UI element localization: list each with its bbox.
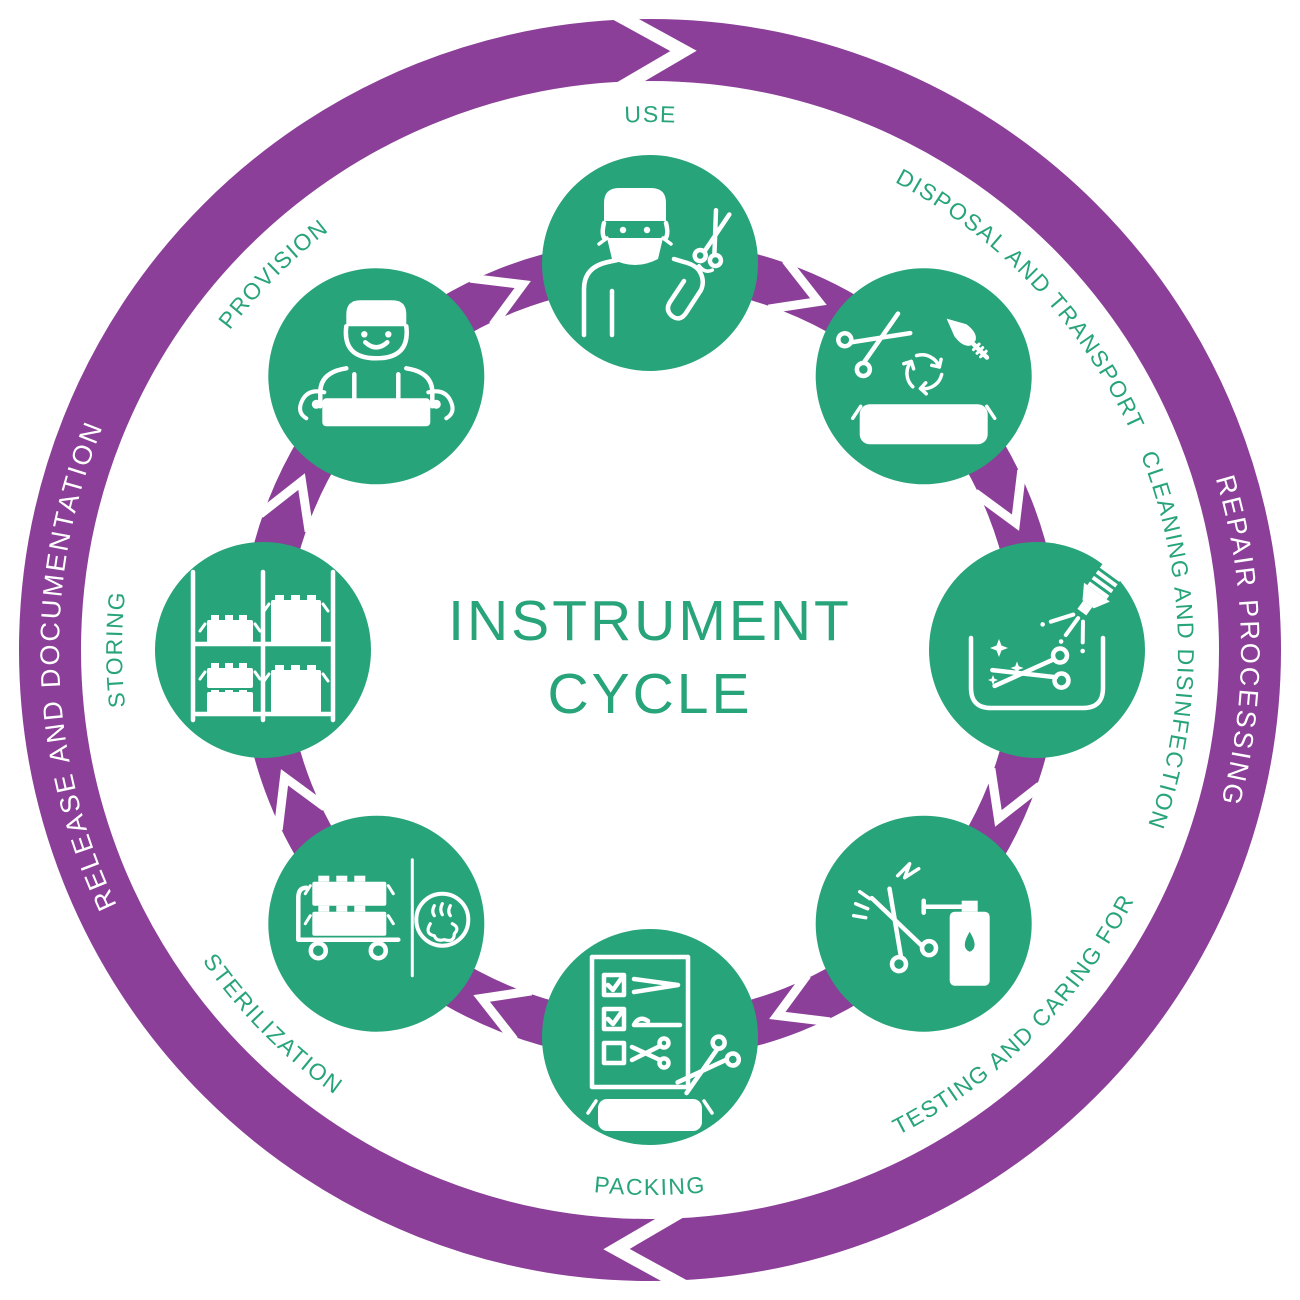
hand-right [426, 389, 455, 421]
scissors-in-basin-icon [990, 646, 1071, 690]
person-cap [346, 300, 407, 327]
stage-cleaning-and-disinfection [929, 542, 1145, 758]
shelf-frame [190, 569, 336, 723]
spray-gun-icon [1040, 560, 1123, 654]
title-line-1: INSTRUMENT [448, 589, 852, 653]
recycle-arrows-icon [902, 353, 944, 396]
outer-ring-chevron-bottom [603, 1205, 689, 1293]
instrument-row-3 [629, 1036, 671, 1070]
label-use: USE [624, 101, 677, 128]
chevron-sterilization-to-storing [273, 769, 328, 831]
cart-wheel-left [308, 940, 329, 961]
sparkle-icon [990, 639, 1008, 657]
checkbox-2 [601, 1006, 627, 1032]
chevron-cleaning-to-testing [986, 768, 1043, 827]
person-face [343, 324, 409, 361]
container-bottom-right [262, 665, 330, 714]
sterilizer-cart-steam-icon [296, 858, 471, 978]
stage-disposal-circle [815, 268, 1032, 485]
chevron-packing-to-sterilization [473, 986, 532, 1043]
provision-tray [322, 398, 431, 427]
container-top-left [198, 615, 262, 644]
stage-disposal-and-transport [815, 268, 1032, 485]
stage-use-circle [542, 155, 758, 371]
checkmark-2 [605, 1007, 626, 1027]
stage-testing-circle [815, 815, 1032, 1032]
checklist-sheet [589, 954, 691, 1090]
scissors-in-hand-icon [692, 207, 732, 273]
stage-provision [268, 268, 485, 485]
stage-storing [155, 542, 371, 758]
chevron-storing-to-provision [257, 473, 314, 532]
packing-tray [598, 1099, 702, 1131]
oil-can-nozzle [961, 900, 978, 912]
loose-scissors-icon [675, 1034, 742, 1096]
sterile-container-bottom [303, 905, 395, 936]
surgeon-cap [604, 188, 666, 221]
shelf-containers-icon [190, 569, 336, 723]
scalpel-icon [946, 318, 990, 360]
steam-badge-icon [414, 891, 471, 948]
person-eye-left [361, 331, 368, 338]
scissors-under-test-icon [869, 886, 939, 974]
basin [968, 635, 1106, 711]
chevron-use-to-disposal [768, 257, 827, 314]
surgeon-eye-right [643, 226, 651, 234]
chevron-testing-to-packing [769, 972, 831, 1027]
inner-ring-chevrons [257, 257, 1043, 1043]
checkmark-1 [605, 973, 626, 993]
checkbox-3 [601, 1040, 627, 1066]
person-smile [363, 340, 390, 350]
person-eye-right [385, 331, 392, 338]
sparkle-icon [1010, 661, 1024, 675]
checkbox-1 [601, 972, 627, 998]
surgeon-eye-left [619, 226, 627, 234]
oil-drop [964, 931, 975, 952]
oil-can-spout [921, 898, 964, 915]
transport-tray [859, 404, 988, 445]
stage-packing [542, 929, 758, 1145]
scissors-oil-can-icon [851, 861, 990, 986]
sterile-container-top [303, 875, 395, 906]
stage-packing-circle [542, 929, 758, 1145]
spark-lines [851, 889, 872, 920]
sparkle-icon [988, 675, 998, 685]
open-scissors-icon [836, 311, 913, 379]
spray-lines [1048, 612, 1086, 645]
container-top-right [262, 595, 330, 644]
stage-use [542, 155, 758, 371]
cart-frame [296, 885, 401, 942]
title-line-2: CYCLE [547, 662, 752, 726]
spray-nozzle-basin-icon [968, 560, 1123, 711]
label-storing: STORING [101, 590, 130, 709]
center-title: INSTRUMENT CYCLE [448, 589, 852, 726]
stage-testing-and-caring-for [815, 815, 1032, 1032]
instrument-row-2 [631, 1016, 683, 1028]
label-packing: PACKING [593, 1171, 707, 1200]
stage-sterilization [268, 815, 485, 1032]
cart-wheel-right [368, 940, 389, 961]
label-cleaning-and-disinfection: CLEANING AND DISINFECTION [1136, 447, 1199, 833]
checklist-scissors-tray-icon [586, 954, 742, 1131]
person-with-tray-icon [298, 300, 455, 427]
chevron-disposal-to-cleaning [972, 469, 1027, 531]
outer-ring-band [19, 19, 1281, 1281]
outer-ring-chevron-top [611, 7, 697, 95]
hand-left [298, 389, 327, 421]
surgeon-with-scissors-icon [581, 188, 732, 338]
lightning-zigzag [895, 861, 921, 880]
container-bottom-left-stack [198, 663, 262, 714]
chevron-provision-to-use [469, 273, 531, 328]
instrument-row-1 [631, 976, 681, 995]
instruments-recycle-tray-icon [836, 311, 997, 445]
stage-provision-circle [268, 268, 485, 485]
